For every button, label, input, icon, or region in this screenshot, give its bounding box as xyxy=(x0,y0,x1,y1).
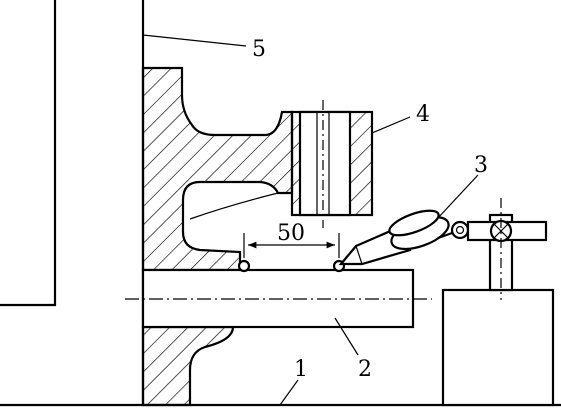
lower-flange-section xyxy=(141,325,235,407)
workpiece-section xyxy=(141,66,294,272)
callout-5: 5 xyxy=(252,37,266,62)
machine-column xyxy=(0,0,145,405)
leader-lines xyxy=(142,34,479,406)
contact-ball-left xyxy=(237,259,251,273)
callout-1: 1 xyxy=(294,357,308,382)
callout-3: 3 xyxy=(474,153,488,178)
mandrel-shaft xyxy=(125,268,432,329)
dial-indicator xyxy=(338,209,470,266)
dimension-50: 50 xyxy=(243,221,340,258)
hub-block xyxy=(290,100,374,228)
callout-4: 4 xyxy=(416,102,430,127)
dimension-label: 50 xyxy=(277,221,305,246)
indicator-stand xyxy=(441,198,555,407)
groove-line xyxy=(189,192,279,220)
callout-2: 2 xyxy=(358,357,372,382)
